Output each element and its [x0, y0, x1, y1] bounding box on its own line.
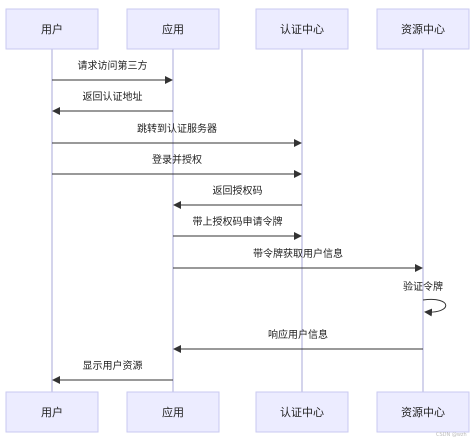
message-label-4: 登录并授权: [152, 153, 202, 166]
actor-box-top-auth: [255, 8, 349, 50]
actor-label-bottom-auth: 认证中心: [280, 406, 324, 419]
message-arrow-8: [422, 298, 447, 317]
actor-box-top-res: [376, 8, 470, 50]
actor-label-bottom-app: 应用: [162, 405, 184, 419]
actor-label-top-app: 应用: [162, 22, 184, 36]
message-label-6: 带上授权码申请令牌: [193, 215, 283, 228]
actor-box-bottom-auth: [255, 391, 349, 433]
actor-box-bottom-user: [5, 391, 99, 433]
message-label-3: 跳转到认证服务器: [137, 122, 217, 135]
actor-label-top-user: 用户: [41, 22, 63, 36]
actor-box-bottom-app: [126, 391, 220, 433]
message-label-9: 响应用户信息: [268, 328, 328, 341]
actor-box-bottom-res: [376, 391, 470, 433]
actor-label-bottom-res: 资源中心: [401, 405, 445, 419]
message-label-8: 验证令牌: [403, 280, 443, 293]
actor-label-bottom-user: 用户: [41, 405, 63, 419]
message-label-7: 带令牌获取用户信息: [253, 247, 343, 260]
message-label-1: 请求访问第三方: [78, 59, 148, 72]
actor-label-top-auth: 认证中心: [280, 23, 324, 36]
message-label-10: 显示用户资源: [83, 359, 143, 372]
message-label-2: 返回认证地址: [83, 90, 143, 103]
actor-label-top-res: 资源中心: [401, 22, 445, 36]
actor-box-top-user: [5, 8, 99, 50]
watermark: CSDN @wzh: [436, 432, 467, 438]
actor-box-top-app: [126, 8, 220, 50]
message-label-5: 返回授权码: [213, 184, 263, 197]
